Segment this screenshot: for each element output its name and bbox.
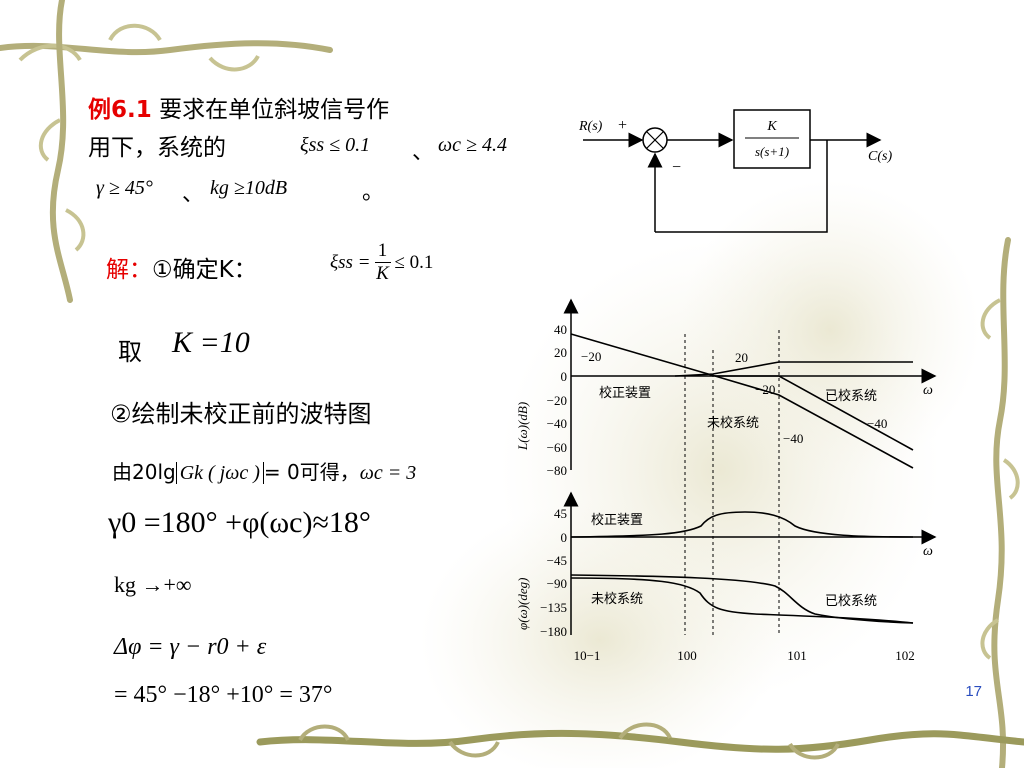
- svg-text:−90: −90: [547, 576, 567, 591]
- svg-text:−40: −40: [547, 416, 567, 431]
- step1-formula: ξss = 1 K ≤ 0.1: [330, 240, 434, 284]
- example-label: 例6.1: [88, 97, 152, 123]
- take-label: 取: [118, 338, 142, 366]
- mag-label-compensator: 校正装置: [599, 385, 651, 401]
- step1-label: ①确定K：: [152, 257, 257, 283]
- svg-text:40: 40: [554, 322, 567, 337]
- slope-label-3: −20: [755, 382, 775, 397]
- transfer-function-block: [733, 109, 811, 169]
- svg-text:−60: −60: [547, 440, 567, 455]
- bode-plot: L(ω)(dB) 40 20 0 −20 −40 −60 −80 ω −20 2…: [515, 298, 937, 663]
- svg-text:−45: −45: [547, 553, 567, 568]
- solution-label: 解：: [106, 257, 152, 283]
- compensator-phase-curve: [570, 511, 914, 538]
- separator-2: 、: [182, 182, 205, 207]
- spec-ess: ξss ≤ 0.1: [300, 134, 371, 156]
- svg-text:−20: −20: [547, 393, 567, 408]
- frequency-ticks: 10−1 100 101 102: [574, 648, 915, 663]
- problem-line2: 用下，系统的: [88, 135, 226, 161]
- problem-line1: 要求在单位斜坡信号作: [159, 97, 390, 123]
- spec-kg: kg ≥10dB: [210, 177, 288, 199]
- phase-label-compensator: 校正装置: [591, 512, 643, 528]
- problem-statement: 例6.1 要求在单位斜坡信号作: [88, 92, 389, 128]
- derive-abs: Gk ( jωc ): [175, 462, 264, 484]
- mag-ticks: 40 20 0 −20 −40 −60 −80: [547, 322, 567, 478]
- step1-fraction: 1 K: [374, 240, 391, 284]
- mag-label-uncompensated: 未校系统: [707, 415, 759, 431]
- mag-axis-label: L(ω)(dB): [515, 402, 530, 451]
- mag-omega-label: ω: [923, 383, 933, 398]
- spec-gamma: γ ≥ 45°: [96, 177, 153, 199]
- solution-step1: 解：①确定K：: [106, 250, 257, 284]
- final-sum-line: = 45° −18° +10° = 37°: [114, 682, 333, 708]
- uncompensated-mag-curve: [570, 333, 716, 377]
- svg-text:−180: −180: [540, 624, 567, 639]
- input-label: R(s): [578, 119, 603, 134]
- svg-text:10−1: 10−1: [574, 648, 601, 663]
- compensated-mag-curve: [715, 375, 914, 451]
- phase-omega-label: ω: [923, 544, 933, 559]
- phase-axis-label: φ(ω)(deg): [515, 578, 530, 630]
- tf-numerator: K: [766, 119, 777, 134]
- svg-text:0: 0: [561, 530, 568, 545]
- svg-text:45: 45: [554, 506, 567, 521]
- compensator-mag-curve: [674, 361, 913, 377]
- svg-text:101: 101: [787, 648, 807, 663]
- svg-text:−135: −135: [540, 600, 567, 615]
- kg-line: kg →+∞: [114, 572, 192, 597]
- phase-label-uncompensated: 未校系统: [591, 591, 643, 607]
- spec-wc: ωc ≥ 4.4: [438, 134, 507, 156]
- block-diagram: R(s) + − K s(s+1) C(s): [578, 109, 892, 233]
- slide-number: 17: [965, 683, 982, 700]
- output-label: C(s): [868, 149, 892, 164]
- tf-denominator: s(s+1): [755, 144, 789, 159]
- mag-label-compensated: 已校系统: [825, 388, 877, 404]
- uncompensated-mag-curve-hf: [714, 375, 914, 469]
- svg-text:20: 20: [554, 345, 567, 360]
- phase-label-compensated: 已校系统: [825, 593, 877, 609]
- separator-1: 、: [412, 140, 435, 165]
- phase-ticks: 45 0 −45 −90 −135 −180: [540, 506, 567, 639]
- step2-label: ②绘制未校正前的波特图: [110, 400, 372, 428]
- minus-sign: −: [672, 159, 681, 176]
- slope-label-2: 20: [735, 350, 748, 365]
- take-value: K =10: [172, 326, 250, 359]
- svg-text:100: 100: [677, 648, 697, 663]
- slope-label-1: −20: [581, 349, 601, 364]
- delta-phi-line: Δφ = γ − r0 + ε: [114, 634, 267, 660]
- slope-label-5: −40: [867, 416, 887, 431]
- svg-text:102: 102: [895, 648, 915, 663]
- slope-label-4: −40: [783, 431, 803, 446]
- plus-sign: +: [618, 117, 627, 134]
- gamma0-line: γ0 =180° +φ(ωc)≈18°: [108, 506, 371, 539]
- svg-text:−80: −80: [547, 463, 567, 478]
- compensated-phase-curve: [570, 574, 914, 624]
- period: 。: [362, 180, 385, 205]
- svg-text:0: 0: [561, 369, 568, 384]
